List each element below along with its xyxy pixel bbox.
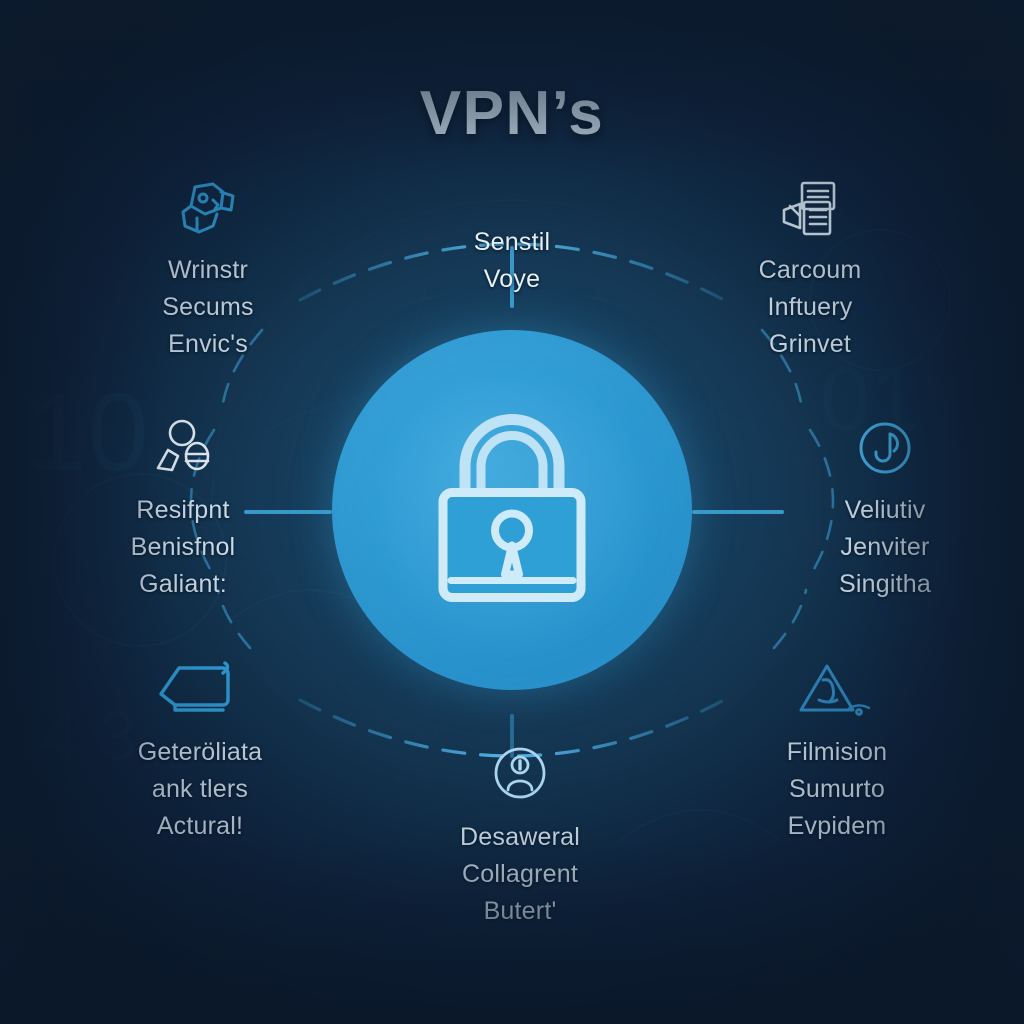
node-bottom-right[interactable]: Filmision Sumurto Evpidem [712, 660, 962, 845]
node-top-right-label: Carcoum Inftuery Grinvet [758, 256, 862, 358]
user-circle-icon [395, 745, 645, 807]
node-right-label: Veliutiv Jenviter Singitha [839, 496, 931, 598]
node-bottom-right-label: Filmision Sumurto Evpidem [786, 738, 888, 840]
center-hub [332, 330, 692, 690]
node-right[interactable]: Veliutiv Jenviter Singitha [760, 418, 1010, 603]
shield-hand-icon [83, 178, 333, 240]
page-title: VPN’s [419, 79, 605, 148]
circle-hook-icon [760, 418, 1010, 480]
node-bottom-left-label: Geteröliata ank tlers Actural! [137, 738, 263, 840]
node-top-label: Senstil Voye [473, 228, 551, 293]
node-bottom-label: Desaweral Collagrent Butert' [460, 823, 580, 925]
node-left-label: Resifpnt Benisfnol Galiant: [130, 496, 236, 598]
node-top-left[interactable]: Wrinstr Secums Envic's [83, 178, 333, 363]
padlock-icon [417, 403, 607, 618]
node-top-left-label: Wrinstr Secums Envic's [162, 256, 254, 358]
warning-triangle-icon [712, 660, 962, 722]
node-left[interactable]: Resifpnt Benisfnol Galiant: [58, 418, 308, 603]
folder-outline-icon [75, 660, 325, 722]
node-top-right[interactable]: Carcoum Inftuery Grinvet [685, 178, 935, 363]
user-profile-icon [58, 418, 308, 480]
node-top-icon-placeholder [387, 150, 637, 212]
document-server-icon [685, 178, 935, 240]
node-top[interactable]: Senstil Voye [387, 150, 637, 298]
node-bottom-left[interactable]: Geteröliata ank tlers Actural! [75, 660, 325, 845]
node-bottom[interactable]: Desaweral Collagrent Butert' [395, 745, 645, 930]
